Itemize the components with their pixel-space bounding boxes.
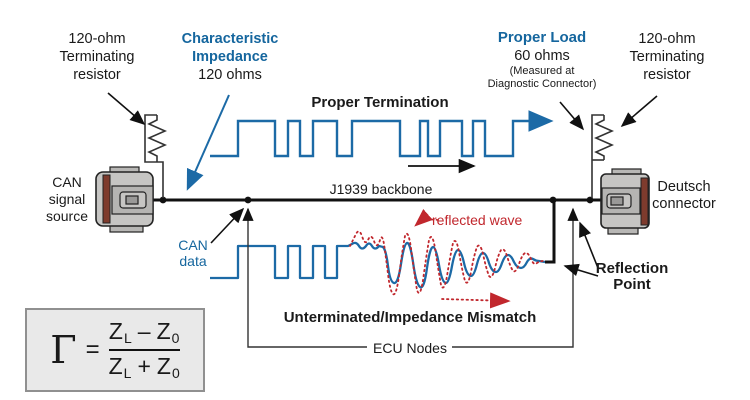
- unterminated-stub-line: [545, 200, 556, 264]
- left-terminating-resistor-symbol: [144, 114, 167, 198]
- deutsch-connector: [600, 168, 650, 235]
- distorted-can-data-waveform: [210, 241, 546, 289]
- reflection-point-arrow-lower: [563, 263, 599, 277]
- left-terminator-pointer-arrow: [107, 92, 146, 126]
- fraction-bar: [108, 349, 180, 351]
- reflection-point-arrow-upper: [579, 221, 599, 269]
- proper-load-pointer-arrow: [559, 101, 585, 131]
- can-signal-source-label: CAN signal source: [45, 174, 89, 224]
- ecu-nodes-bracket-left: [242, 207, 367, 348]
- characteristic-impedance-pointer-arrow: [186, 94, 230, 191]
- reflection-point-label: Reflection Point: [595, 260, 669, 293]
- ecu-nodes-bracket-right: [452, 207, 579, 348]
- can-source-connector: [95, 166, 154, 233]
- proper-termination-label: Proper Termination: [311, 94, 449, 111]
- characteristic-impedance-label: Characteristic Impedance 120 ohms: [181, 31, 279, 83]
- ecu-nodes-label: ECU Nodes: [373, 340, 447, 356]
- right-terminating-resistor-symbol: [591, 114, 614, 198]
- reflected-wave-direction-arrow: [441, 292, 511, 309]
- can-data-pointer-arrow: [210, 207, 245, 244]
- proper-termination-waveform: [210, 110, 554, 158]
- equals-sign: =: [85, 336, 100, 363]
- gamma-symbol: Γ: [50, 328, 77, 372]
- proper-load-label: Proper Load 60 ohms (Measured at Diagnos…: [487, 29, 597, 90]
- can-data-label: CAN data: [178, 237, 208, 269]
- reflected-wave-label: reflected wave: [432, 212, 523, 228]
- right-terminator-label: 120-ohm Terminating resistor: [629, 31, 705, 83]
- reflected-wave-pointer: [414, 209, 439, 227]
- j1939-backbone-label: J1939 backbone: [329, 181, 433, 197]
- reflected-wave-overlay: [349, 230, 544, 296]
- mismatch-label: Unterminated/Impedance Mismatch: [283, 309, 537, 326]
- right-terminator-pointer-arrow: [620, 95, 658, 128]
- left-terminator-label: 120-ohm Terminating resistor: [59, 31, 135, 83]
- deutsch-connector-label: Deutsch connector: [652, 179, 716, 212]
